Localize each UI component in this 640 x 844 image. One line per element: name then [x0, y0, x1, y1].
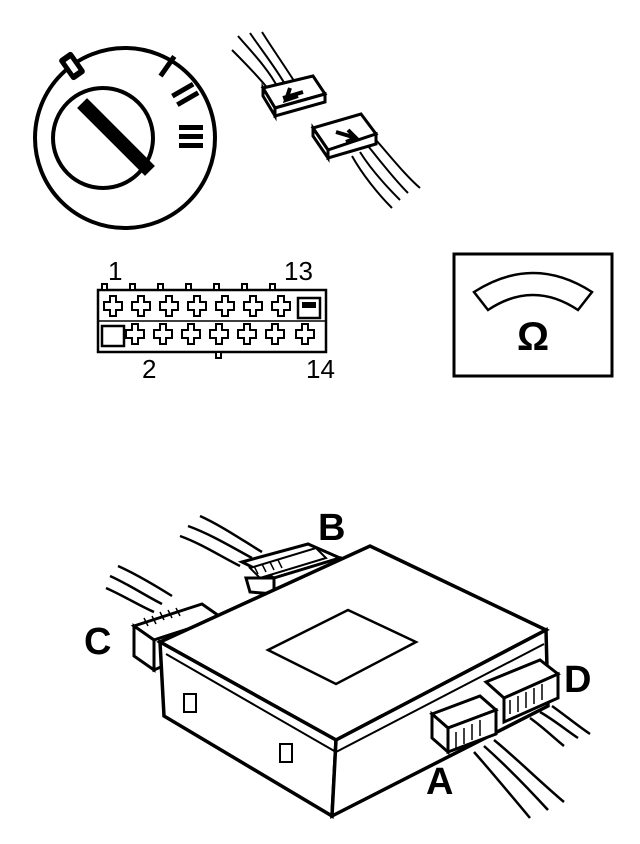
label-plate — [265, 608, 419, 686]
connector-a-label: A — [426, 761, 453, 803]
connector-c-label: C — [84, 621, 111, 663]
connector-a-wires — [473, 739, 565, 819]
connector-b-label: B — [318, 507, 345, 549]
meter-scale-arc — [472, 271, 594, 312]
pin-2-label: 2 — [142, 354, 156, 384]
pin-14-label: 14 — [306, 354, 335, 384]
connector-d — [483, 658, 561, 725]
position-III-marker — [179, 125, 203, 148]
ohmmeter-icon: Ω — [452, 252, 614, 378]
connector-pinout-diagram: 1 13 2 14 — [96, 256, 335, 384]
connector-disconnect-panel — [228, 28, 428, 218]
control-unit-housing — [156, 544, 550, 819]
connector-a — [429, 694, 499, 756]
control-unit-panel: B C D A — [70, 500, 630, 830]
ohm-symbol: Ω — [517, 315, 549, 359]
ignition-switch-icon — [33, 46, 217, 230]
connector-d-label: D — [564, 659, 591, 701]
key-slot — [77, 98, 155, 176]
connector-pinout-panel: 1 13 2 14 — [80, 250, 370, 390]
position-II-marker — [171, 81, 200, 107]
connector-d-wires — [529, 704, 591, 747]
connector-b-wires — [179, 514, 263, 568]
pin-1-label: 1 — [108, 256, 122, 286]
pin-13-label: 13 — [284, 256, 313, 286]
position-I-marker — [158, 55, 177, 78]
disconnect-connector-icon — [231, 31, 421, 209]
position-0-marker — [59, 51, 85, 81]
ignition-switch-panel — [25, 38, 225, 238]
control-unit-diagram: B C D A — [84, 507, 591, 819]
ohmmeter-panel: Ω — [452, 252, 614, 378]
connector-c-wires — [105, 564, 173, 614]
